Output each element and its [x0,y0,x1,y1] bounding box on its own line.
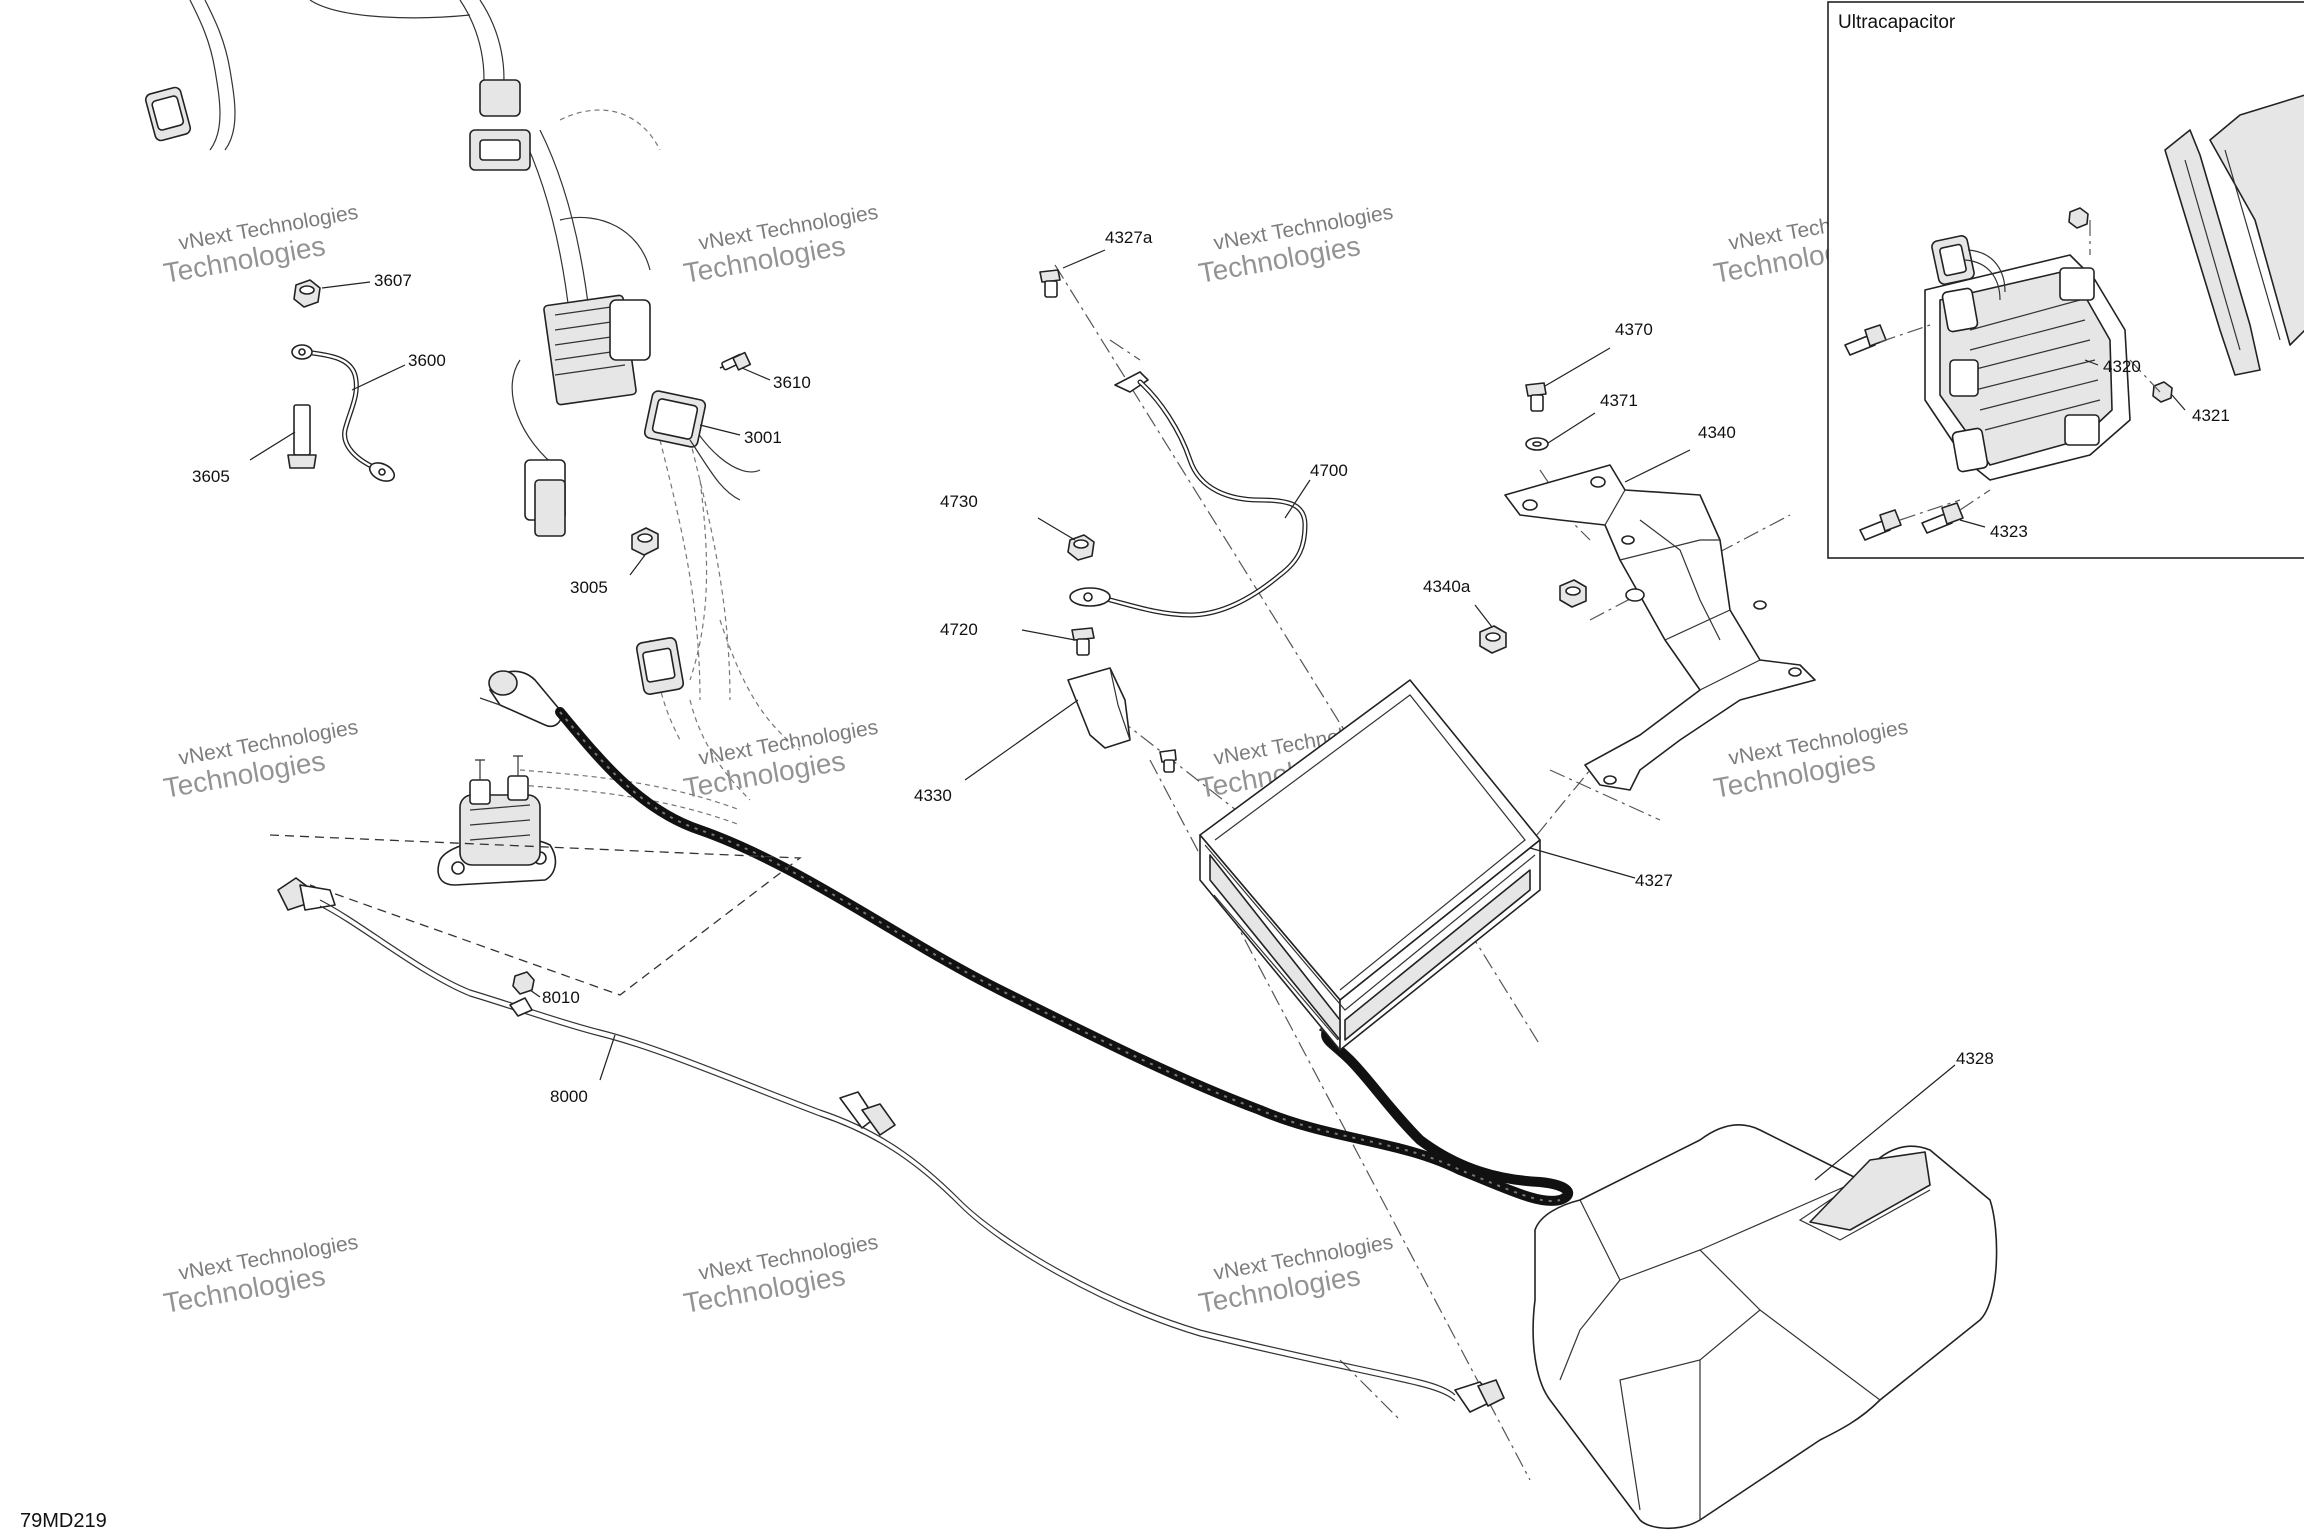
bolt-3610 [719,351,752,371]
callout-4328: 4328 [1956,1049,1994,1068]
watermark: vNext Technologies Technologies [161,716,360,804]
ultracapacitor-4320 [1924,235,2131,481]
callout-3607: 3607 [374,271,412,290]
callout-8000: 8000 [550,1087,588,1106]
clip-8010 [509,971,535,1017]
watermark: vNext Technologies Technologies [681,716,880,804]
bolt-4370 [1525,382,1547,412]
callout-4330: 4330 [914,786,952,805]
callout-3610: 3610 [773,373,811,392]
callout-4327a: 4327a [1105,228,1153,247]
callout-4340a: 4340a [1423,577,1471,596]
starter-solenoid [437,755,557,886]
cable-4700 [1069,371,1308,618]
diagram-code: 79MD219 [20,1510,107,1532]
washer-4371 [1525,437,1549,451]
nut-3005 [631,527,659,556]
wire-harness-8000 [269,834,1505,1413]
callout-4370: 4370 [1615,320,1653,339]
callout-4320: 4320 [2103,357,2141,376]
callout-4340: 4340 [1698,423,1736,442]
leader-lines [249,249,2186,1181]
watermark: vNext Technologies Technologies [681,201,880,289]
bracket-4340 [1504,464,1816,791]
callout-3600: 3600 [408,351,446,370]
bolt-4720 [1071,627,1095,656]
callout-4700: 4700 [1310,461,1348,480]
nut-4321 [2068,207,2173,403]
connector-3001 [643,390,741,501]
ultracapacitor-inset: Ultracapacitor [1827,1,2304,559]
watermark: vNext Technologies Technologies [161,1231,360,1319]
watermark: vNext Technologies Technologies [1196,201,1395,289]
callout-4730: 4730 [940,492,978,511]
terminal-cover-4330 [1067,667,1177,773]
watermark: vNext Technologies Technologies [681,1231,880,1319]
watermark: vNext Technologies Technologies [1196,1231,1395,1319]
callout-3005: 3005 [570,578,608,597]
nut-3607 [293,279,321,308]
callout-4720: 4720 [940,620,978,639]
callout-4321: 4321 [2192,406,2230,425]
nut-4340a [1479,579,1587,654]
callout-4323: 4323 [1990,522,2028,541]
battery-cover-4328 [1532,1124,1998,1530]
watermark: vNext Technologies Technologies [1711,716,1910,804]
callout-8010: 8010 [542,988,580,1007]
cable-3600 [291,344,396,482]
main-wiring-harness [144,0,801,826]
callout-4327: 4327 [1635,871,1673,890]
bolt-3605 [287,404,317,469]
standoff-4323 [1844,220,2161,541]
nut-4730 [1067,534,1095,561]
inset-title: Ultracapacitor [1838,12,1956,33]
callout-3001: 3001 [744,428,782,447]
bolt-4327a [1039,269,1061,298]
callout-labels: 3607 3600 3605 3610 3001 3005 4327a 4700… [192,228,2230,1106]
callout-3605: 3605 [192,467,230,486]
callout-4371: 4371 [1600,391,1638,410]
battery-4327 [1199,679,1541,1051]
heat-shield [2164,94,2304,376]
watermark: vNext Technologies Technologies [161,201,360,289]
